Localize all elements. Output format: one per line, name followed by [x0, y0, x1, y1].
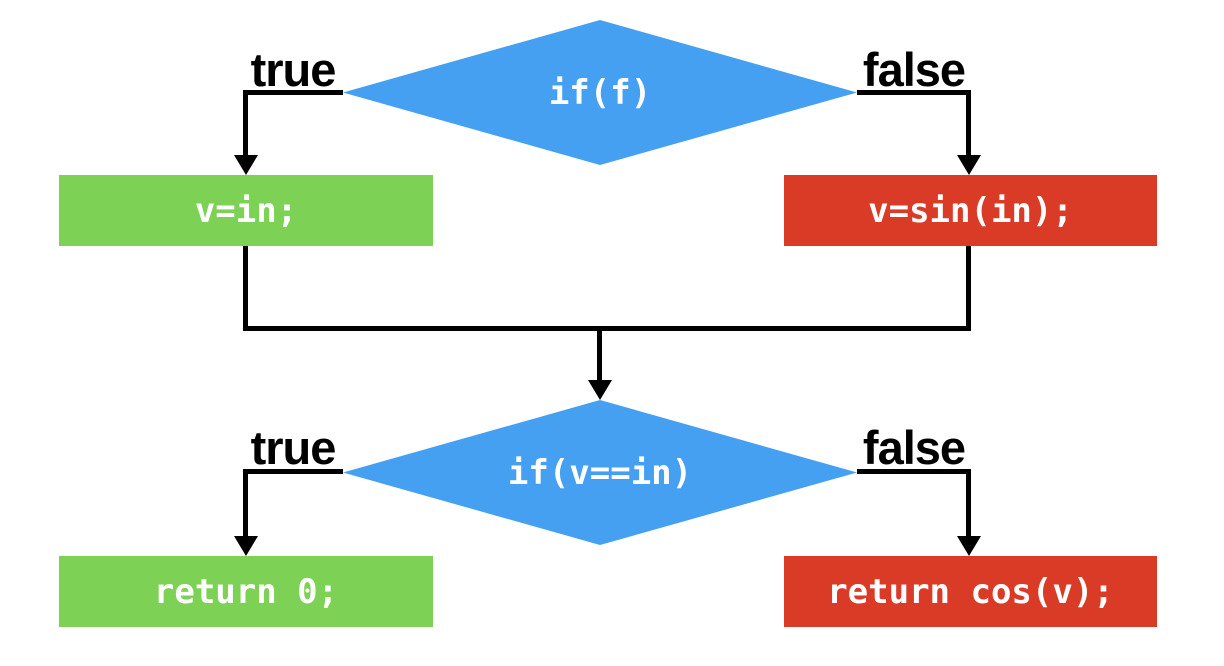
connector-merge-drop-vertical [597, 326, 602, 380]
process-box-assign-in: v=in; [59, 175, 433, 246]
process-text-return-cos: return cos(v); [827, 571, 1114, 612]
decision-diamond-1: if(f) [343, 20, 857, 165]
branch-label-false-1: false [862, 43, 966, 96]
connector-true-1-horizontal [243, 90, 343, 95]
connector-merge-left-vertical [243, 246, 248, 331]
arrowhead-false-2 [957, 536, 981, 556]
process-text-return-zero: return 0; [153, 571, 339, 612]
arrowhead-true-1 [234, 155, 258, 175]
connector-true-2-vertical [243, 469, 248, 536]
process-text-assign-sin: v=sin(in); [868, 190, 1073, 231]
process-box-return-zero: return 0; [59, 556, 433, 627]
connector-false-1-horizontal [857, 90, 971, 95]
connector-false-2-vertical [966, 469, 971, 536]
decision-condition-1: if(f) [548, 72, 652, 113]
branch-label-false-2: false [862, 421, 966, 474]
connector-true-2-horizontal [243, 469, 343, 474]
decision-diamond-2: if(v==in) [343, 400, 857, 545]
arrowhead-merge-drop [588, 380, 612, 400]
branch-label-true-2: true [250, 421, 337, 474]
process-text-assign-in: v=in; [194, 190, 298, 231]
connector-merge-right-vertical [966, 246, 971, 331]
process-box-return-cos: return cos(v); [784, 556, 1157, 627]
decision-condition-2: if(v==in) [507, 452, 693, 493]
process-box-assign-sin: v=sin(in); [784, 175, 1157, 246]
connector-merge-horizontal [243, 326, 971, 331]
connector-false-2-horizontal [857, 469, 971, 474]
connector-false-1-vertical [966, 90, 971, 155]
connector-true-1-vertical [243, 90, 248, 155]
branch-label-true-1: true [250, 43, 337, 96]
arrowhead-true-2 [234, 536, 258, 556]
arrowhead-false-1 [957, 155, 981, 175]
